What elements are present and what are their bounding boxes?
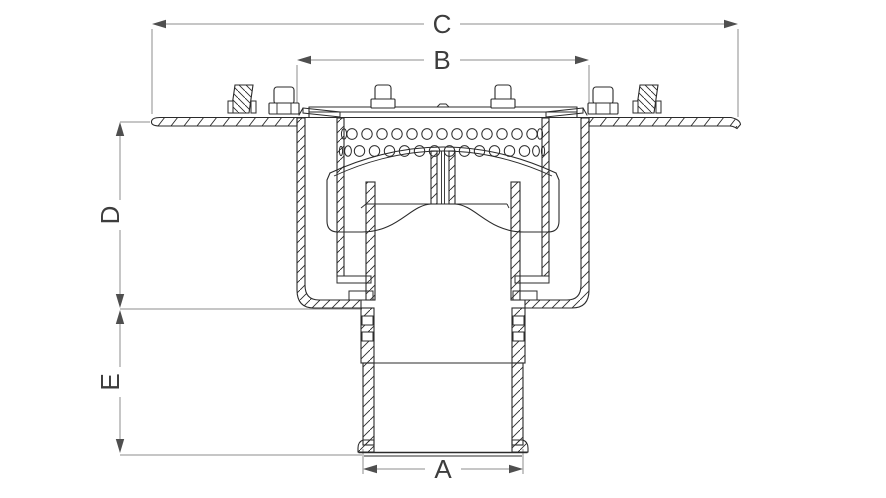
dimension-a: A: [362, 449, 524, 484]
dimension-e: E: [95, 310, 362, 456]
dimension-d: D: [95, 121, 362, 310]
hex-bolt-inner-left: [370, 84, 396, 109]
dimension-b: B: [296, 45, 590, 110]
anchor-bolt-left: [227, 84, 257, 114]
hex-bolt-inner-right: [490, 84, 516, 109]
arrow-up-icon: [115, 122, 125, 136]
arrow-left-icon: [363, 464, 377, 474]
membrane-lip-right: [545, 107, 588, 118]
strainer-holes: [338, 128, 546, 157]
arrow-up-icon: [115, 310, 125, 324]
dimension-label-e: E: [95, 373, 125, 390]
anchor-bolt-right: [632, 84, 662, 114]
standpipe: [365, 181, 521, 301]
dome-hub: [430, 150, 456, 205]
arrow-left-icon: [152, 19, 166, 29]
dimension-label-b: B: [433, 45, 450, 75]
arrow-right-icon: [724, 19, 738, 29]
arrow-down-icon: [115, 439, 125, 453]
dimension-label-a: A: [434, 454, 452, 484]
hex-bolt-outer-right: [587, 86, 619, 115]
socket-joint: [360, 307, 526, 364]
center-mark: [436, 103, 450, 108]
arrow-down-icon: [115, 294, 125, 308]
flange-plate-right: [588, 116, 742, 130]
membrane-lip-left: [298, 107, 341, 118]
arrow-left-icon: [297, 55, 311, 65]
clamping-ring: [296, 103, 590, 119]
dome-baffle: [326, 146, 560, 233]
dimension-label-c: C: [433, 9, 452, 39]
strainer-basket: [336, 117, 550, 284]
dimension-c: C: [151, 9, 739, 117]
hex-bolt-outer-left: [268, 86, 300, 115]
arrow-right-icon: [575, 55, 589, 65]
flow-level-line: [360, 203, 510, 209]
dimension-label-d: D: [95, 206, 125, 225]
outlet-pipe: [357, 362, 529, 457]
arrow-right-icon: [509, 464, 523, 474]
flange-plate-left: [150, 116, 298, 127]
